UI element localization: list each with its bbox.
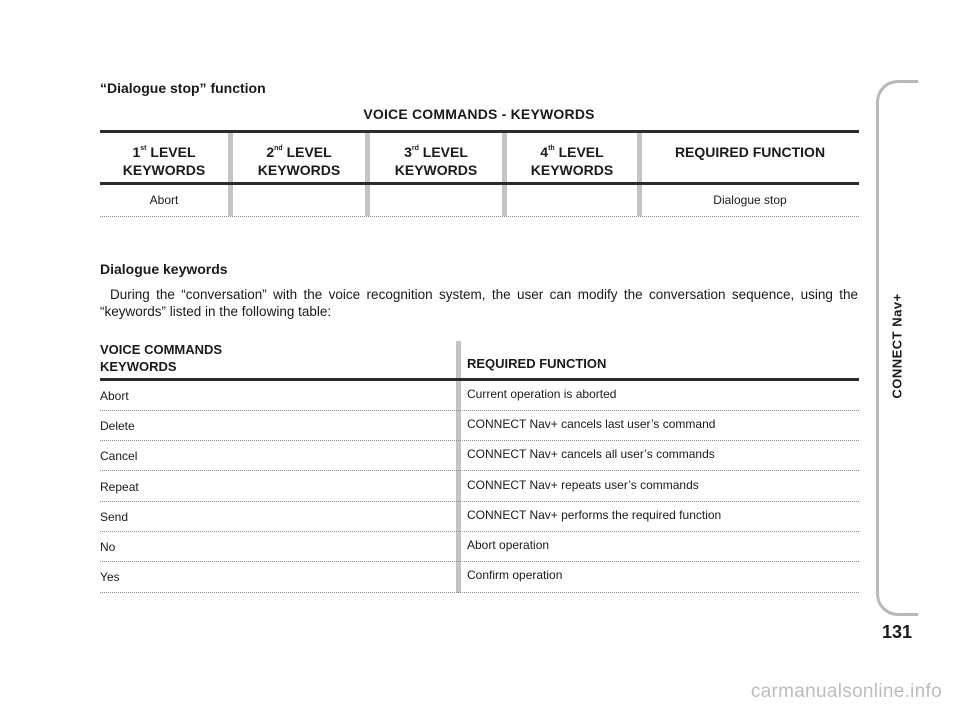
header-level-4: 4th LEVEL KEYWORDS [530, 144, 614, 178]
body-paragraph: During the “conversation” with the voice… [100, 287, 858, 319]
table-title: VOICE COMMANDS - KEYWORDS [363, 106, 595, 122]
keyword-cell: Send [100, 510, 129, 524]
table-header-rule [100, 182, 859, 185]
keyword-cell: Repeat [100, 480, 139, 494]
cell-level-1: Abort [149, 193, 179, 207]
row-divider [100, 561, 859, 562]
column-separator [637, 133, 642, 216]
row-divider [100, 501, 859, 502]
column-separator [502, 133, 507, 216]
header-required-function: REQUIRED FUNCTION [467, 356, 607, 371]
row-divider [100, 470, 859, 471]
header-level-1: 1st LEVEL KEYWORDS [122, 144, 206, 178]
function-cell: CONNECT Nav+ repeats user’s commands [467, 478, 699, 492]
row-divider [100, 216, 859, 217]
table-top-rule [100, 130, 859, 133]
watermark: carmanualsonline.info [750, 681, 942, 702]
header-required-function: REQUIRED FUNCTION [674, 144, 826, 160]
keyword-cell: Abort [100, 389, 129, 403]
table-header-rule [100, 378, 859, 381]
column-separator [228, 133, 233, 216]
function-cell: CONNECT Nav+ cancels all user’s commands [467, 447, 715, 461]
row-divider [100, 531, 859, 532]
page-number: 131 [881, 622, 913, 642]
keyword-cell: Delete [100, 419, 135, 433]
header-voice-commands: VOICE COMMANDS KEYWORDS [100, 342, 223, 374]
subsection-title: Dialogue keywords [100, 261, 228, 277]
keyword-cell: Cancel [100, 449, 138, 463]
row-divider [100, 410, 859, 411]
column-separator [365, 133, 370, 216]
keyword-cell: Yes [100, 570, 120, 584]
cell-function: Dialogue stop [713, 193, 787, 207]
column-separator [456, 341, 461, 593]
header-level-2: 2nd LEVEL KEYWORDS [257, 144, 341, 178]
side-tab-bracket [876, 80, 918, 616]
section-title: “Dialogue stop” function [100, 80, 266, 96]
function-cell: CONNECT Nav+ cancels last user’s command [467, 417, 716, 431]
function-cell: Current operation is aborted [467, 387, 617, 401]
row-divider [100, 592, 859, 593]
function-cell: Abort operation [467, 538, 550, 552]
function-cell: Confirm operation [467, 568, 563, 582]
row-divider [100, 440, 859, 441]
function-cell: CONNECT Nav+ performs the required funct… [467, 508, 722, 522]
keyword-cell: No [100, 540, 116, 554]
header-level-3: 3rd LEVEL KEYWORDS [394, 144, 478, 178]
